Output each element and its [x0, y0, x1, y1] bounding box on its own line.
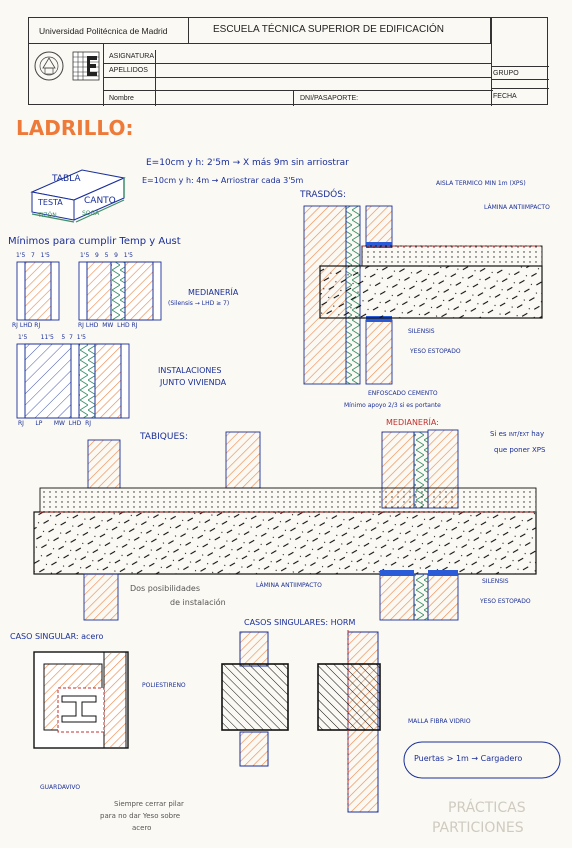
university-name: Universidad Politécnica de Madrid: [29, 18, 189, 44]
silensis-label-1: SILENSIS: [408, 328, 435, 335]
etsem-logo-icon: [72, 51, 100, 81]
casos-horm-detail: [221, 630, 381, 813]
medianeria-label-1: MEDIANERÍA: [188, 288, 239, 297]
tabiques-title: TABIQUES:: [140, 432, 188, 442]
poliestireno-label: POLIESTIRENO: [142, 682, 186, 689]
apellidos-label: APELLIDOS: [103, 64, 491, 78]
yeso-label-2: YESO ESTOPADO: [480, 598, 531, 605]
trasdos-title: TRASDÓS:: [300, 190, 347, 200]
brick-testa: TESTA: [38, 198, 63, 207]
upm-logo: [29, 44, 69, 88]
caso-acero-title: CASO SINGULAR: acero: [10, 632, 104, 641]
header-form: Universidad Politécnica de Madrid ESCUEL…: [28, 17, 549, 106]
si-es-note: Si es INT/EXT hay: [490, 430, 545, 438]
lbl-l1: RJ LHD RJ: [12, 322, 41, 329]
rule-1: E=10cm y h: 2'5m → X más 9m sin arriostr…: [146, 158, 349, 168]
caso-acero-detail: [33, 651, 129, 749]
puertas-box: [403, 741, 561, 779]
brick-tabla: TABLA: [52, 174, 81, 184]
enfoscado-label: ENFOSCADO CEMENTO: [368, 390, 438, 397]
grupo-label: GRUPO: [491, 66, 549, 80]
siempre-note-1: Siempre cerrar pilar: [114, 800, 184, 808]
malla-label: MALLA FIBRA VIDRIO: [408, 718, 471, 725]
dim-m1: 1'5 7 1'5: [16, 252, 50, 259]
silensis-label-2: SILENSIS: [482, 578, 509, 585]
siempre-note-2: para no dar Yeso sobre: [100, 812, 181, 820]
minimos-title: Mínimos para cumplir Temp y Aust: [8, 236, 181, 247]
casos-horm-title: CASOS SINGULARES: HORM: [244, 618, 356, 627]
etsem-logo: [69, 44, 103, 88]
aisla-label: AISLA TERMICO MIN 1m (XPS): [436, 180, 526, 187]
brick-canto: CANTO: [84, 196, 116, 206]
brick-soga: SOGA: [82, 210, 100, 217]
lbl-l2: RJ LHD MW LHD RJ: [78, 322, 138, 329]
tabiques-section: [33, 429, 537, 621]
silensis-note: (Silensis → LHD ≥ 7): [168, 300, 230, 307]
poner-xps: que poner XPS: [494, 446, 546, 454]
guardavivo-label: GUARDAVIVO: [40, 784, 81, 791]
asignatura-label: ASIGNATURA: [103, 50, 491, 64]
lbl-l3: RJ LP MW LHD RJ: [18, 420, 92, 427]
brick-tizon: TIZÓN: [38, 212, 57, 219]
instalaciones-1: INSTALACIONES: [158, 366, 222, 375]
ghost-text-2: PARTICIONES: [432, 820, 524, 836]
ghost-text-1: PRÁCTICAS: [448, 800, 526, 816]
rule-2: E=10cm y h: 4m → Arriostrar cada 3'5m: [142, 176, 304, 185]
nombre-label: Nombre: [103, 90, 293, 106]
minimos-walls: [16, 261, 162, 419]
minimo-apoyo-label: Mínimo apoyo 2/3 si es portante: [344, 402, 441, 409]
dni-label: DNI/PASAPORTE:: [293, 90, 493, 106]
dos-posibilidades-1: Dos posibilidades: [130, 584, 201, 593]
siempre-note-3: acero: [132, 824, 152, 832]
dim-m2: 1'5 9 5 9 1'5: [80, 252, 134, 259]
dim-m3: 1'5 11'5 5 7 1'5: [18, 334, 87, 341]
yeso-label-1: YESO ESTOPADO: [410, 348, 461, 355]
fecha-label: FECHA: [491, 88, 549, 106]
brick-sketch: [30, 169, 126, 223]
upm-crest-icon: [34, 51, 64, 81]
puertas-note: Puertas > 1m → Cargadero: [414, 754, 523, 763]
lamina-label-1: LÁMINA ANTIIMPACTO: [484, 204, 550, 211]
instalaciones-2: JUNTO VIVIENDA: [160, 378, 227, 387]
school-name: ESCUELA TÉCNICA SUPERIOR DE EDIFICACIÓN: [189, 18, 491, 44]
dos-posibilidades-2: de instalación: [170, 598, 226, 607]
trasdos-detail: [303, 205, 543, 385]
medianeria-label-2: MEDIANERÍA:: [386, 418, 439, 427]
lamina-label-2: LÁMINA ANTIIMPACTO: [256, 582, 322, 589]
title-ladrillo: LADRILLO:: [16, 116, 134, 140]
